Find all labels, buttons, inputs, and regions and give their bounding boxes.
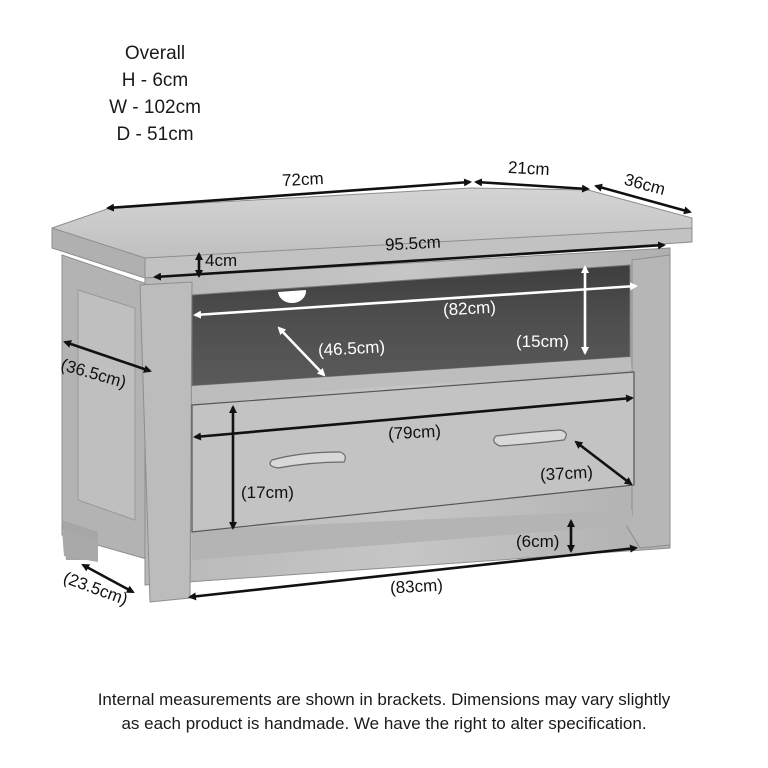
label-carcass-width: 95.5cm	[384, 232, 442, 255]
label-drawer-width: (79cm)	[387, 421, 442, 444]
label-drawer-height: (17cm)	[241, 483, 294, 502]
arrow-82cm	[193, 282, 638, 319]
label-top-angled-edge: 21cm	[507, 157, 551, 180]
label-shelf-height: (15cm)	[516, 332, 569, 351]
overall-height: H - 6cm	[121, 70, 189, 91]
arrow-83cm	[188, 544, 638, 601]
arrow-95-5cm	[153, 241, 666, 281]
overall-depth: D - 51cm	[116, 124, 194, 145]
label-base-width: (83cm)	[389, 575, 444, 598]
label-top-thickness: 4cm	[205, 251, 238, 270]
label-leg-clearance: (6cm)	[516, 532, 560, 551]
drawer-handle-left	[269, 451, 346, 469]
arrow-36-5cm	[63, 340, 152, 373]
overall-title: Overall	[124, 43, 186, 64]
left-rear-leg	[62, 530, 98, 562]
footnote: Internal measurements are shown in brack…	[20, 688, 748, 736]
footnote-line-1: Internal measurements are shown in brack…	[97, 690, 671, 709]
arrow-46-5cm	[277, 326, 326, 377]
left-side-panel	[61, 254, 151, 561]
label-drawer-depth: (37cm)	[539, 462, 594, 485]
arrow-36cm	[594, 183, 692, 215]
arrow-23-5cm	[81, 563, 135, 594]
arrow-21cm	[474, 178, 590, 193]
label-shelf-width: (82cm)	[442, 297, 497, 320]
arrow-37cm	[574, 440, 633, 486]
footnote-line-2: as each product is handmade. We have the…	[121, 714, 647, 733]
label-top-front-width: 72cm	[281, 168, 325, 191]
overall-dimensions: Overall H - 6cm W - 102cm D - 51cm	[95, 40, 215, 148]
arrow-72cm	[106, 178, 472, 212]
label-shelf-depth: (46.5cm)	[317, 337, 386, 360]
overall-width: W - 102cm	[109, 97, 201, 118]
arrow-79cm	[193, 394, 634, 441]
